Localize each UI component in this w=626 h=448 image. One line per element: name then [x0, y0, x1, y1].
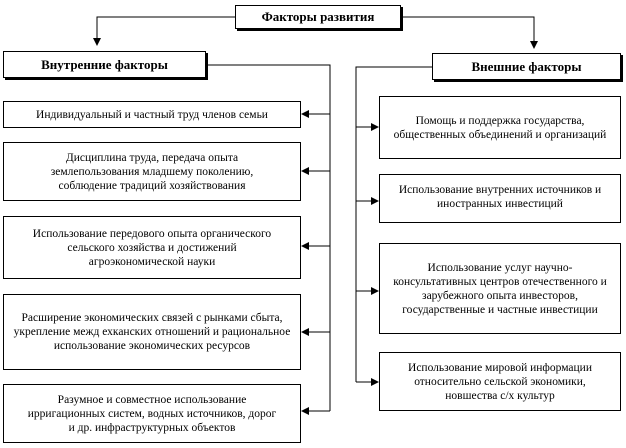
external-item-3: Использование услуг научно-консультативн… — [379, 243, 621, 334]
external-item-4: Использование мировой информации относит… — [379, 352, 621, 411]
internal-item-5: Разумное и совместное использование ирри… — [3, 384, 301, 443]
internal-item-3-text: Использование передового опыта органичес… — [32, 227, 272, 268]
internal-item-5-text: Разумное и совместное использование ирри… — [27, 393, 277, 434]
title-to-external-arrow — [402, 16, 538, 49]
internal-item-4: Расширение экономических связей с рынкам… — [3, 294, 301, 370]
external-item-2-text: Использование внутренних источников и ин… — [398, 184, 602, 210]
internal-item-2-text: Дисциплина труда, передача опыта землепо… — [50, 151, 254, 192]
internal-header-box: Внутренние факторы — [3, 51, 206, 78]
external-item-4-text: Использование мировой информации относит… — [408, 361, 592, 402]
internal-header-label: Внутренние факторы — [41, 56, 168, 72]
title-box: Факторы развития — [235, 5, 401, 29]
external-header-label: Внешние факторы — [471, 58, 582, 74]
internal-item-3: Использование передового опыта органичес… — [3, 216, 301, 279]
external-item-3-text: Использование услуг научно-консультативн… — [393, 261, 607, 316]
external-item-2: Использование внутренних источников и ин… — [379, 174, 621, 223]
internal-spine — [206, 64, 331, 411]
title-label: Факторы развития — [261, 9, 375, 24]
internal-item-1: Индивидуальный и частный труд членов сем… — [3, 101, 301, 128]
external-item-1: Помощь и поддержка государства, обществе… — [379, 96, 621, 159]
internal-item-2: Дисциплина труда, передача опыта землепо… — [3, 142, 301, 201]
title-to-internal-arrow — [93, 16, 236, 46]
internal-item-1-text: Индивидуальный и частный труд членов сем… — [36, 108, 268, 121]
internal-item-4-text: Расширение экономических связей с рынкам… — [13, 312, 291, 352]
external-item-1-text: Помощь и поддержка государства, обществе… — [393, 114, 607, 141]
external-header-box: Внешние факторы — [432, 53, 621, 80]
external-spine — [355, 66, 432, 382]
